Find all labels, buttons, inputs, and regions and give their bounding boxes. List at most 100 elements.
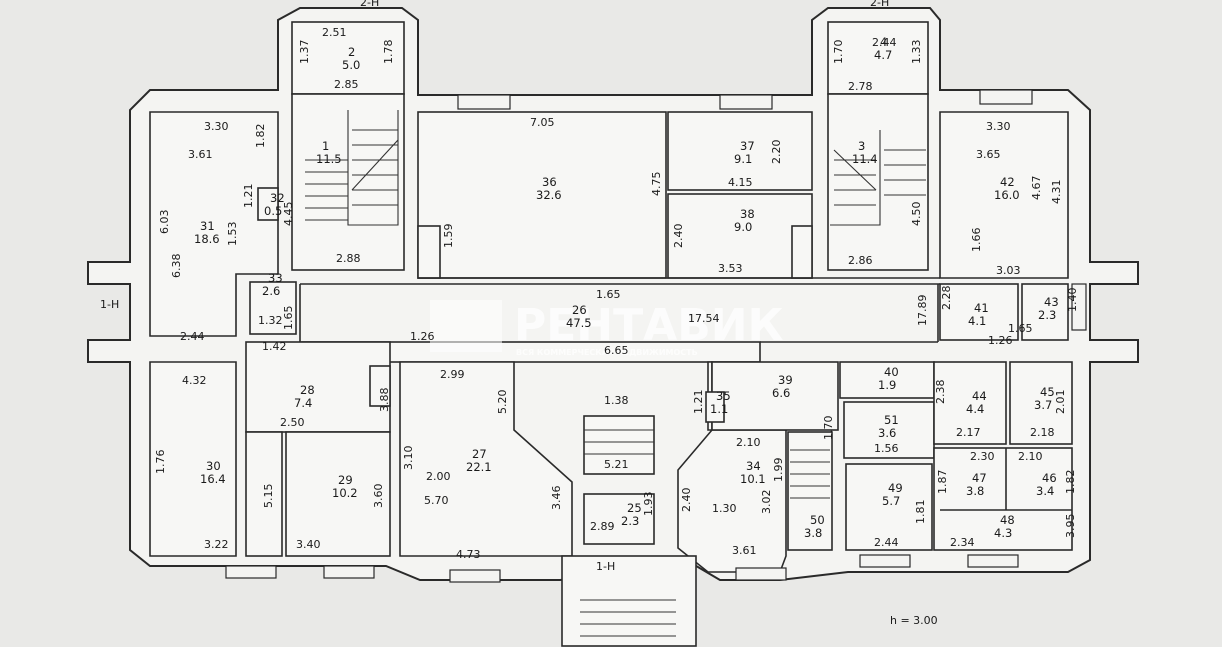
room-area: 4.7 xyxy=(874,48,892,62)
dimension-label: 3.30 xyxy=(204,120,229,133)
dimension-label: 3.10 xyxy=(402,446,415,471)
room-number: 35 xyxy=(716,389,731,403)
dimension-label: 3.61 xyxy=(188,148,213,161)
dimension-label: 2.40 xyxy=(672,224,685,249)
dimension-label: 4.67 xyxy=(1030,176,1043,201)
room-number: 37 xyxy=(740,139,755,153)
dimension-label: 17.54 xyxy=(688,312,720,325)
room-area: 9.1 xyxy=(734,152,752,166)
dimension-label: 2.10 xyxy=(736,436,761,449)
dimension-label: 1.87 xyxy=(936,470,949,495)
room-number: 39 xyxy=(778,373,793,387)
room-number: 48 xyxy=(1000,513,1015,527)
dimension-label: 4.73 xyxy=(456,548,481,561)
room-area: 4.1 xyxy=(968,314,986,328)
dimension-label: 1.65 xyxy=(1008,322,1033,335)
dimension-label: 17.89 xyxy=(916,295,929,327)
room-number: 41 xyxy=(974,301,989,315)
left-lower-rooms xyxy=(245,187,391,557)
dimension-label: 3.60 xyxy=(372,484,385,509)
dimension-label: 1.82 xyxy=(1064,470,1077,495)
dimension-label: 3.02 xyxy=(760,490,773,515)
dimension-label: 4.31 xyxy=(1050,180,1063,205)
room-area: 6.6 xyxy=(772,386,790,400)
room-area: 11.4 xyxy=(852,152,878,166)
room-number: 29 xyxy=(338,473,353,487)
room-number: 3 xyxy=(858,139,865,153)
room-number: 36 xyxy=(542,175,557,189)
dimension-label: 2.30 xyxy=(970,450,995,463)
room-number: 34 xyxy=(746,459,761,473)
room-labels: 25.0111.544.7311.43118.6320.5332.63632.6… xyxy=(194,35,1059,540)
dimension-label: 6.03 xyxy=(158,210,171,235)
right-lower-rooms xyxy=(705,283,1073,551)
dimension-label: 3.40 xyxy=(296,538,321,551)
room-area: 16.0 xyxy=(994,188,1020,202)
dimension-label: 2.34 xyxy=(950,536,975,549)
dimension-label: 1.53 xyxy=(226,222,239,247)
dimension-label: 1.70 xyxy=(822,416,835,441)
room-area: 2.6 xyxy=(262,284,280,298)
room-area: 4.3 xyxy=(994,526,1012,540)
room-number: 51 xyxy=(884,413,899,427)
dimension-label: 6.38 xyxy=(170,254,183,279)
dimension-label: 1.32 xyxy=(258,314,283,327)
dimension-label: 2.10 xyxy=(1018,450,1043,463)
dimension-label: 2.38 xyxy=(934,380,947,405)
corridor xyxy=(299,283,940,363)
dimension-label: 4.50 xyxy=(910,202,923,227)
room-number: 45 xyxy=(1040,385,1055,399)
dimension-label: 1.37 xyxy=(298,40,311,65)
room-area: 9.0 xyxy=(734,220,752,234)
stair-block-right xyxy=(827,21,929,271)
dimension-label: 3.03 xyxy=(996,264,1021,277)
dimension-label: 1.59 xyxy=(442,224,455,249)
dimension-label: 1.56 xyxy=(874,442,899,455)
room-number: 33 xyxy=(268,271,283,285)
dimension-label: 6.65 xyxy=(604,344,629,357)
room-number: 30 xyxy=(206,459,221,473)
dimension-label: 1.78 xyxy=(382,40,395,65)
room-number: 32 xyxy=(270,191,285,205)
room-area: 11.5 xyxy=(316,152,342,166)
dimension-label: 1.26 xyxy=(410,330,435,343)
dimension-label: 2.78 xyxy=(848,80,873,93)
room-number: 4 xyxy=(880,35,887,49)
dimension-label: 1.82 xyxy=(254,124,267,149)
dimension-label: 1.66 xyxy=(970,228,983,253)
dimension-label: 1.26 xyxy=(988,334,1013,347)
dimension-label: 1.70 xyxy=(832,40,845,65)
room-number: 40 xyxy=(884,365,899,379)
dimension-label: 2.01 xyxy=(1054,390,1067,415)
dimension-label: 1.40 xyxy=(1066,288,1079,313)
dimension-label: 2.86 xyxy=(848,254,873,267)
dimension-label: 2.20 xyxy=(770,140,783,165)
stair-block-left xyxy=(291,21,405,271)
entrance-bottom: 1-Н xyxy=(596,560,615,573)
dimension-label: 1.65 xyxy=(596,288,621,301)
watermark-brand: РЕНТАВИК xyxy=(514,300,784,351)
dimension-label: 1.99 xyxy=(772,458,785,483)
room-area: 3.6 xyxy=(878,426,896,440)
central-lobby xyxy=(399,361,787,647)
dimension-label: 5.15 xyxy=(262,484,275,509)
room-area: 3.4 xyxy=(1036,484,1054,498)
dimension-label: 2.44 xyxy=(872,36,897,49)
room-number: 46 xyxy=(1042,471,1057,485)
dimension-label: 5.70 xyxy=(424,494,449,507)
dimension-label: 2.99 xyxy=(440,368,465,381)
dimension-label: 4.45 xyxy=(282,202,295,227)
room-number: 44 xyxy=(972,389,987,403)
entrance-left: 1-Н xyxy=(100,298,119,311)
dimension-label: 4.32 xyxy=(182,374,207,387)
room-area: 22.1 xyxy=(466,460,492,474)
room-area: 3.8 xyxy=(804,526,822,540)
room-area: 47.5 xyxy=(566,316,592,330)
room-number: 47 xyxy=(972,471,987,485)
dimension-label: 3.46 xyxy=(550,486,563,511)
room-area: 7.4 xyxy=(294,396,312,410)
dimension-label: 2.17 xyxy=(956,426,981,439)
room-area: 1.1 xyxy=(710,402,728,416)
dimension-label: 2.40 xyxy=(680,488,693,513)
